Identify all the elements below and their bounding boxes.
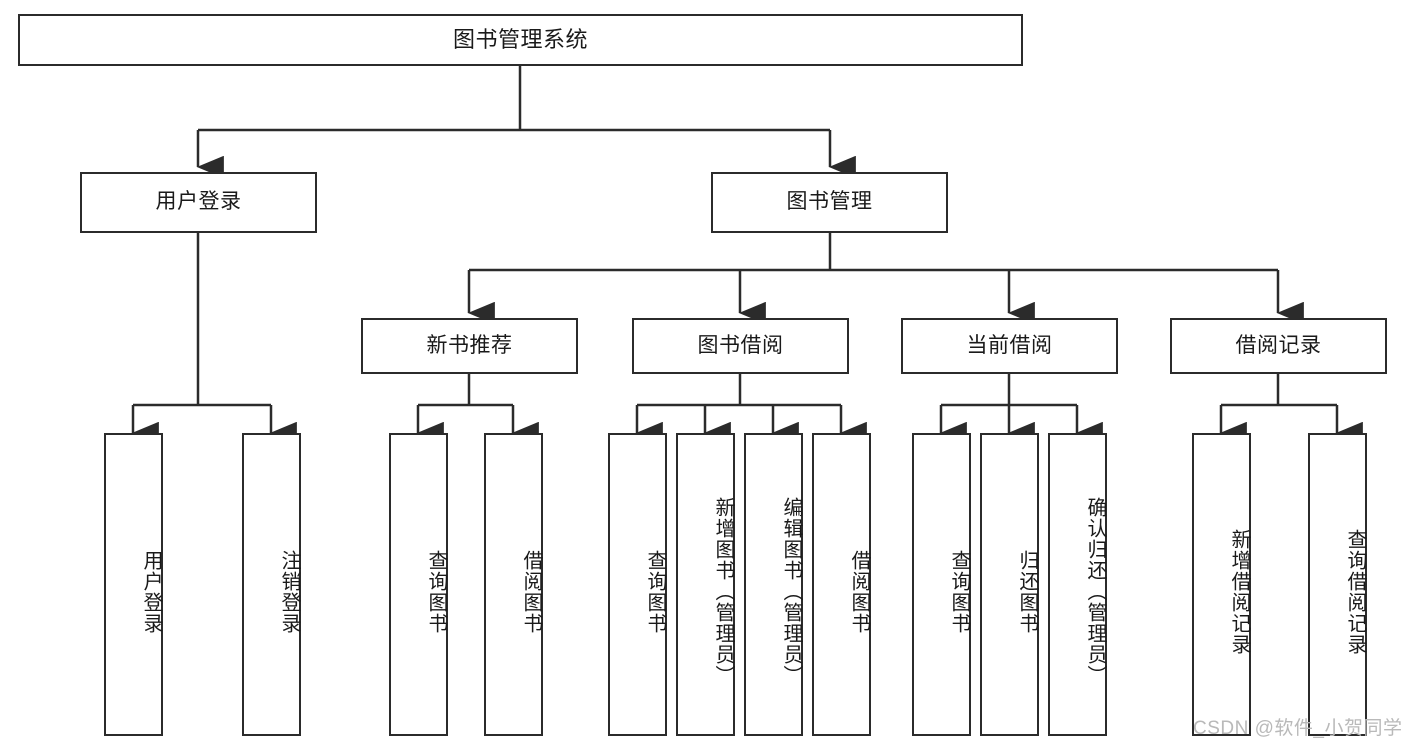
node-borrow-record[interactable]: 借阅记录 xyxy=(1170,318,1387,374)
node-label: 用户登录 xyxy=(155,190,242,214)
node-book-management[interactable]: 图书管理 xyxy=(711,172,948,233)
node-label: 归还图书 xyxy=(1016,549,1038,634)
node-leaf-borrow-book-newbook[interactable]: 借阅图书 xyxy=(484,433,543,736)
node-label: 查询图书 xyxy=(425,549,447,634)
node-book-borrow[interactable]: 图书借阅 xyxy=(632,318,849,374)
node-label: 查询图书 xyxy=(948,549,970,634)
node-label: 图书管理 xyxy=(786,190,873,214)
node-leaf-user-login[interactable]: 用户登录 xyxy=(104,433,163,736)
csdn-watermark: CSDN @软件_小贺同学 xyxy=(1193,718,1403,739)
node-leaf-query-book-borrow[interactable]: 查询图书 xyxy=(608,433,667,736)
node-leaf-add-borrow-record[interactable]: 新增借阅记录 xyxy=(1192,433,1251,736)
node-label: 编辑图书（管理员） xyxy=(780,497,802,686)
node-leaf-logout[interactable]: 注销登录 xyxy=(242,433,301,736)
node-label: 借阅图书 xyxy=(848,549,870,634)
node-leaf-confirm-return-admin[interactable]: 确认归还（管理员） xyxy=(1048,433,1107,736)
node-user-login[interactable]: 用户登录 xyxy=(80,172,317,233)
node-label: 查询借阅记录 xyxy=(1344,528,1366,655)
node-leaf-borrow-book-borrow[interactable]: 借阅图书 xyxy=(812,433,871,736)
node-root-library-system[interactable]: 图书管理系统 xyxy=(18,14,1023,66)
node-label: 注销登录 xyxy=(278,549,300,634)
node-leaf-query-book-newbook[interactable]: 查询图书 xyxy=(389,433,448,736)
node-label: 当前借阅 xyxy=(966,333,1053,357)
node-label: 用户登录 xyxy=(140,549,162,634)
node-current-borrow[interactable]: 当前借阅 xyxy=(901,318,1118,374)
node-leaf-edit-book-admin[interactable]: 编辑图书（管理员） xyxy=(744,433,803,736)
node-label: 查询图书 xyxy=(644,549,666,634)
node-label: 图书管理系统 xyxy=(452,27,588,53)
node-leaf-return-book[interactable]: 归还图书 xyxy=(980,433,1039,736)
node-leaf-add-book-admin[interactable]: 新增图书（管理员） xyxy=(676,433,735,736)
node-leaf-query-borrow-record[interactable]: 查询借阅记录 xyxy=(1308,433,1367,736)
node-label: 新书推荐 xyxy=(426,333,513,357)
node-leaf-query-book-current[interactable]: 查询图书 xyxy=(912,433,971,736)
node-label: 借阅图书 xyxy=(520,549,542,634)
node-label: 确认归还（管理员） xyxy=(1084,497,1106,686)
node-label: 借阅记录 xyxy=(1235,333,1322,357)
node-label: 新增借阅记录 xyxy=(1228,528,1250,655)
node-label: 新增图书（管理员） xyxy=(712,497,734,686)
node-label: 图书借阅 xyxy=(697,333,784,357)
node-new-book-recommend[interactable]: 新书推荐 xyxy=(361,318,578,374)
